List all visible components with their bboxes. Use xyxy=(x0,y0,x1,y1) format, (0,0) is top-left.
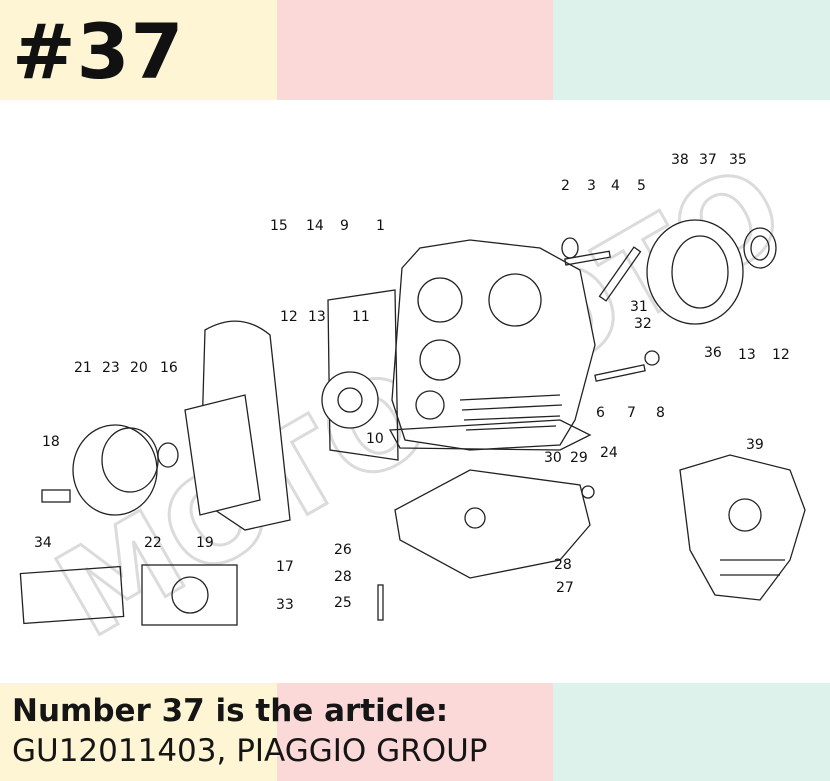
callout-11: 11 xyxy=(352,309,370,325)
shaft-3 xyxy=(564,250,611,266)
callout-13a: 13 xyxy=(308,309,326,325)
callout-17: 17 xyxy=(276,559,294,575)
bell-housing-37 xyxy=(646,219,777,325)
callout-32: 32 xyxy=(634,316,652,332)
callout-1: 1 xyxy=(376,218,385,234)
callout-39: 39 xyxy=(746,437,764,453)
callout-3: 3 xyxy=(587,178,596,194)
footer-band xyxy=(0,683,830,781)
callout-33: 33 xyxy=(276,597,294,613)
callout-15: 15 xyxy=(270,218,288,234)
band-pink xyxy=(276,683,554,781)
callout-24: 24 xyxy=(600,445,618,461)
flange-10 xyxy=(321,371,379,429)
callout-19: 19 xyxy=(196,535,214,551)
callout-4: 4 xyxy=(611,178,620,194)
caption-line-2: GU12011403, PIAGGIO GROUP xyxy=(12,733,488,769)
callout-22: 22 xyxy=(144,535,162,551)
callout-5: 5 xyxy=(637,178,646,194)
oil-sump xyxy=(388,419,592,579)
callout-26: 26 xyxy=(334,542,352,558)
callout-38: 38 xyxy=(671,152,689,168)
callout-6: 6 xyxy=(596,405,605,421)
tube-31 xyxy=(598,246,642,302)
callout-25: 25 xyxy=(334,595,352,611)
inner-cover-19 xyxy=(184,394,261,516)
callout-16: 16 xyxy=(160,360,178,376)
header-band xyxy=(0,0,830,100)
callout-10: 10 xyxy=(366,431,384,447)
callout-2: 2 xyxy=(561,178,570,194)
callout-21: 21 xyxy=(74,360,92,376)
callout-7: 7 xyxy=(627,405,636,421)
callout-28a: 28 xyxy=(554,557,572,573)
callout-20: 20 xyxy=(130,360,148,376)
callout-37: 37 xyxy=(699,152,717,168)
callout-12b: 12 xyxy=(772,347,790,363)
callout-12a: 12 xyxy=(280,309,298,325)
exploded-parts-diagram: MOTOMOTO xyxy=(19,138,808,667)
callout-34: 34 xyxy=(34,535,52,551)
bolt-25 xyxy=(377,584,384,621)
engine-thumbnail-39 xyxy=(679,454,806,601)
label-18 xyxy=(41,489,71,503)
callout-29: 29 xyxy=(570,450,588,466)
callout-9: 9 xyxy=(340,218,349,234)
callout-13b: 13 xyxy=(738,347,756,363)
callout-8: 8 xyxy=(656,405,665,421)
callout-35: 35 xyxy=(729,152,747,168)
gasket-kit-34 xyxy=(19,565,125,625)
cap-2 xyxy=(561,237,579,259)
callout-30: 30 xyxy=(544,450,562,466)
callout-18: 18 xyxy=(42,434,60,450)
nut-29 xyxy=(581,485,595,499)
band-yellow xyxy=(0,0,277,100)
band-mint xyxy=(553,683,830,781)
part-number-title: #37 xyxy=(12,7,185,96)
callout-36: 36 xyxy=(704,345,722,361)
caption-line-1: Number 37 is the article: xyxy=(12,693,449,729)
front-cover-21 xyxy=(72,424,179,516)
callout-labels: 2 3 4 5 38 37 35 15 14 9 1 12 13 11 31 3… xyxy=(34,152,790,613)
washer-8 xyxy=(644,350,660,366)
band-mint xyxy=(553,0,830,100)
callout-14: 14 xyxy=(306,218,324,234)
band-pink xyxy=(276,0,554,100)
crankcase-part xyxy=(391,239,596,451)
callout-28b: 28 xyxy=(334,569,352,585)
callout-31: 31 xyxy=(630,299,648,315)
gasket-kit-33 xyxy=(141,564,238,626)
callout-27: 27 xyxy=(556,580,574,596)
callout-23: 23 xyxy=(102,360,120,376)
band-yellow xyxy=(0,683,277,781)
bolt-7 xyxy=(594,364,646,382)
